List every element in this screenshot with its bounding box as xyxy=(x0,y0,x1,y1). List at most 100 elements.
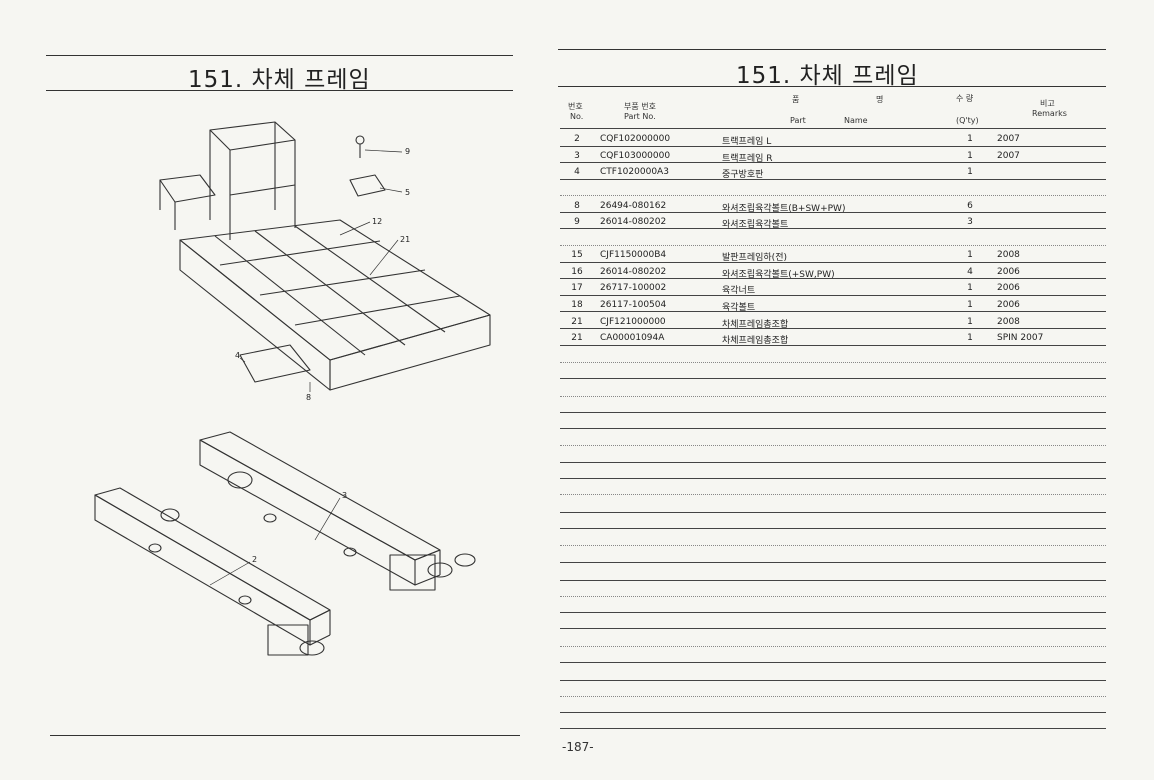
chassis-frame xyxy=(159,121,491,391)
cell-no: 21 xyxy=(571,317,583,327)
header-part-ko: 부품 번호 xyxy=(624,102,656,111)
header-qty-en: (Q'ty) xyxy=(956,116,979,125)
table-rule-line xyxy=(560,596,1106,597)
cell-part-name: 트랙프레임 R xyxy=(722,154,773,164)
table-rule-line xyxy=(560,646,1106,647)
callout-4: 4 xyxy=(235,351,240,360)
callout-5: 5 xyxy=(405,188,410,197)
title-top-rule xyxy=(558,49,1106,50)
table-rule-line xyxy=(560,262,1106,263)
track-frame-left xyxy=(94,487,331,656)
cell-qty: 1 xyxy=(967,151,973,161)
cell-remarks: 2007 xyxy=(997,151,1020,161)
table-rule-line xyxy=(560,445,1106,446)
cell-part-no: CA00001094A xyxy=(600,333,665,343)
title-bottom-rule xyxy=(46,90,513,91)
callout-9: 9 xyxy=(405,147,410,156)
right-page-title: 151. 차체 프레임 xyxy=(736,63,919,89)
cell-remarks: 2006 xyxy=(997,300,1020,310)
table-rule-line xyxy=(560,295,1106,296)
cell-part-no: 26494-080162 xyxy=(600,201,667,211)
left-page-title: 151. 차체 프레임 xyxy=(188,67,371,93)
cell-no: 9 xyxy=(574,217,580,227)
table-rule-line xyxy=(560,428,1106,429)
table-rule-line xyxy=(560,195,1106,196)
table-row: 15 CJF1150000B4 발판프레임하(전) 1 2008 xyxy=(556,247,1108,263)
table-rule-line xyxy=(560,494,1106,495)
cell-qty: 3 xyxy=(967,217,973,227)
cell-no: 3 xyxy=(574,151,580,161)
table-rule-line xyxy=(560,345,1106,346)
header-name-ko-2: 명 xyxy=(876,95,884,104)
table-row: 18 26117-100504 육각볼트 1 2006 xyxy=(556,297,1108,313)
table-rule-line xyxy=(560,328,1106,329)
table-rule-line xyxy=(560,712,1106,713)
callout-3: 3 xyxy=(342,491,347,500)
callout-21: 21 xyxy=(400,235,410,244)
footer-rule xyxy=(50,735,520,736)
table-row: 21 CA00001094A 차체프레임총조합 1 SPIN 2007 xyxy=(556,330,1108,346)
track-frame-right xyxy=(199,431,476,591)
cell-no: 21 xyxy=(571,333,583,343)
table-rule-line xyxy=(560,278,1106,279)
table-rule-line xyxy=(560,378,1106,379)
cell-qty: 1 xyxy=(967,283,973,293)
table-rule-line xyxy=(560,580,1106,581)
cell-part-name: 중구방호판 xyxy=(722,170,764,180)
callout-12: 12 xyxy=(372,217,382,226)
table-rule-line xyxy=(560,362,1106,363)
cell-no: 16 xyxy=(571,267,583,277)
cell-qty: 1 xyxy=(967,167,973,177)
left-page: 151. 차체 프레임 xyxy=(0,0,560,780)
cell-part-no: CQF103000000 xyxy=(600,151,671,161)
table-rule-line xyxy=(560,628,1106,629)
table-row: 17 26717-100002 육각너트 1 2006 xyxy=(556,280,1108,296)
table-rule-line xyxy=(560,512,1106,513)
header-remarks-ko: 비고 xyxy=(1040,99,1055,108)
cell-no: 2 xyxy=(574,134,580,144)
cell-qty: 4 xyxy=(967,267,973,277)
table-rule-line xyxy=(560,179,1106,180)
table-row: 16 26014-080202 와셔조립육각볼트(+SW,PW) 4 2006 xyxy=(556,264,1108,280)
table-row: 2 CQF102000000 트랙프레임 L 1 2007 xyxy=(556,131,1108,147)
cell-part-no: 26117-100504 xyxy=(600,300,667,310)
table-row: 21 CJF121000000 차체프레임총조합 1 2008 xyxy=(556,314,1108,330)
table-row: 8 26494-080162 와셔조립육각볼트(B+SW+PW) 6 xyxy=(556,198,1108,214)
cell-qty: 1 xyxy=(967,317,973,327)
table-rule-line xyxy=(560,545,1106,546)
cell-part-no: CJF1150000B4 xyxy=(600,250,667,260)
header-part-en: Part No. xyxy=(624,112,656,121)
table-rule-line xyxy=(560,478,1106,479)
header-name-en-1: Part xyxy=(790,116,806,125)
cell-no: 17 xyxy=(571,283,583,293)
cell-part-name: 육각볼트 xyxy=(722,303,756,313)
cell-qty: 6 xyxy=(967,201,973,211)
cell-no: 15 xyxy=(571,250,583,260)
title-top-rule xyxy=(46,55,513,56)
cell-remarks: SPIN 2007 xyxy=(997,333,1044,343)
cell-remarks: 2008 xyxy=(997,250,1020,260)
page-number: -187- xyxy=(562,740,594,754)
header-remarks-en: Remarks xyxy=(1032,109,1067,118)
table-rule-line xyxy=(560,528,1106,529)
header-rule xyxy=(560,128,1106,129)
cell-part-name: 발판프레임하(전) xyxy=(722,253,787,263)
table-rule-line xyxy=(560,680,1106,681)
table-rule-line xyxy=(560,162,1106,163)
cell-remarks: 2008 xyxy=(997,317,1020,327)
table-rule-line xyxy=(560,396,1106,397)
cell-part-no: CJF121000000 xyxy=(600,317,666,327)
table-rule-line xyxy=(560,412,1106,413)
table-rule-line xyxy=(560,662,1106,663)
table-row: 9 26014-080202 와셔조립육각볼트 3 xyxy=(556,214,1108,230)
cell-part-name: 와셔조립육각볼트(B+SW+PW) xyxy=(722,204,846,214)
cell-part-no: 26014-080202 xyxy=(600,217,667,227)
header-no-ko: 번호 xyxy=(568,102,583,111)
cell-qty: 1 xyxy=(967,333,973,343)
cell-no: 8 xyxy=(574,201,580,211)
cell-part-name: 육각너트 xyxy=(722,286,756,296)
cell-part-no: 26014-080202 xyxy=(600,267,667,277)
table-rule-line xyxy=(560,562,1106,563)
table-rule-line xyxy=(560,245,1106,246)
table-rule-line xyxy=(560,212,1106,213)
